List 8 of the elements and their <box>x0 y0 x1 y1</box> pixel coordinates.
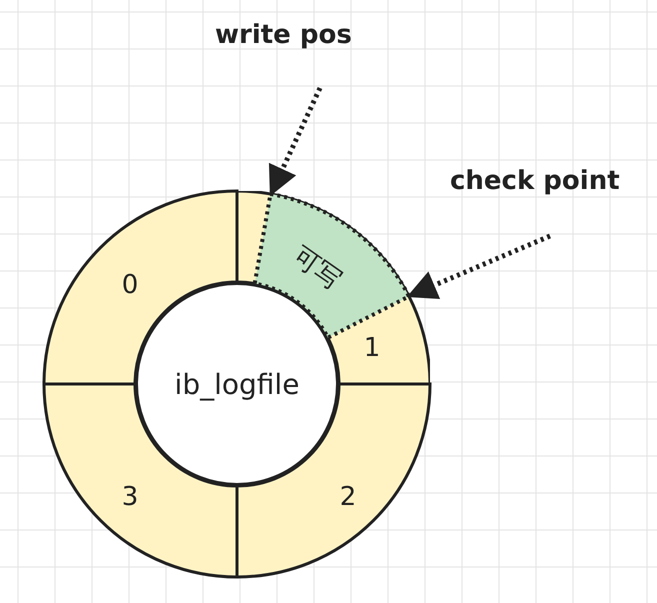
segment-label: 可写 <box>286 240 348 298</box>
segment-number: 0 <box>122 270 138 300</box>
center-label: ib_logfile <box>174 368 300 400</box>
callout-label: check point <box>450 166 620 196</box>
segment-number: 3 <box>122 482 138 512</box>
segment-number: 2 <box>340 482 356 512</box>
callout-label: write pos <box>215 20 352 50</box>
segment-number: 1 <box>364 333 380 363</box>
